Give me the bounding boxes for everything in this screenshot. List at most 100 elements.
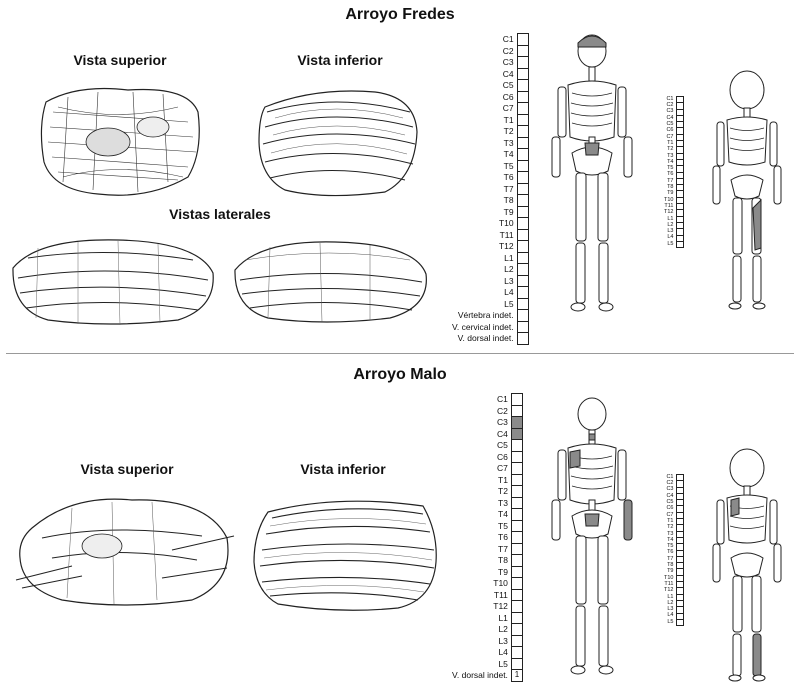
vertebra-box — [511, 486, 522, 498]
vertebra-label: L3 — [452, 275, 517, 287]
vertebra-row: L5 — [452, 658, 522, 670]
vertebra-row: C2 — [452, 405, 522, 417]
vertebra-row: L3 — [452, 635, 522, 647]
vertebra-row: T10 — [452, 218, 528, 230]
vertebra-table-fredes: C1C2C3C4C5C6C7T1T2T3T4T5T6T7T8T9T10T11T1… — [452, 33, 529, 345]
vertebra-box — [517, 149, 528, 161]
vertebra-label: C1 — [452, 34, 517, 46]
vertebra-label: T10 — [452, 578, 511, 590]
vertebra-label: T8 — [452, 195, 517, 207]
section-title-malo: Arroyo Malo — [330, 366, 470, 384]
vertebra-label: L3 — [452, 635, 511, 647]
vertebra-box — [511, 405, 522, 417]
vertebra-label: V. dorsal indet. — [452, 333, 517, 345]
vertebra-box — [511, 578, 522, 590]
vertebra-box — [511, 440, 522, 452]
vertebra-box — [517, 298, 528, 310]
bone-bundle-lateral-view-1-fredes — [8, 228, 218, 328]
vertebra-row: T6 — [452, 532, 522, 544]
vertebra-box — [511, 566, 522, 578]
vertebra-box — [511, 520, 522, 532]
section-divider — [6, 353, 794, 354]
vertebra-label: T3 — [452, 137, 517, 149]
vertebra-box — [511, 555, 522, 567]
vertebra-label: T11 — [452, 589, 511, 601]
vertebra-row: T12 — [452, 601, 522, 613]
vertebra-box — [517, 126, 528, 138]
vertebra-label: T8 — [452, 555, 511, 567]
vertebra-row: V. dorsal indet.1 — [452, 670, 522, 682]
vertebra-label: L4 — [452, 287, 517, 299]
vertebra-box — [517, 137, 528, 149]
bone-bundle-lateral-view-2-fredes — [230, 232, 430, 324]
vertebra-box — [517, 183, 528, 195]
vertebra-row: T3 — [452, 137, 528, 149]
vertebra-label: T12 — [452, 241, 517, 253]
vertebra-label: L5 — [452, 298, 517, 310]
vertebra-row: L4 — [452, 647, 522, 659]
vertebra-label: L2 — [452, 264, 517, 276]
vertebra-label: T2 — [452, 486, 511, 498]
vertebra-box — [511, 543, 522, 555]
vertebra-box — [511, 417, 522, 429]
vertebra-box — [517, 80, 528, 92]
vertebra-box — [511, 658, 522, 670]
vertebra-row: T12 — [452, 241, 528, 253]
vertebra-box — [677, 619, 684, 625]
vertebra-row: L4 — [452, 287, 528, 299]
vertebra-row: T8 — [452, 555, 522, 567]
vertebra-label: C2 — [452, 45, 517, 57]
vertebra-box — [517, 264, 528, 276]
vertebra-label: V. dorsal indet. — [452, 670, 511, 682]
label-vista-inferior-malo: Vista inferior — [278, 461, 408, 477]
vertebra-label: C4 — [452, 68, 517, 80]
vertebra-box — [517, 103, 528, 115]
vertebra-box — [511, 394, 522, 406]
vertebra-row: T1 — [452, 474, 522, 486]
vertebra-label: C7 — [452, 103, 517, 115]
vertebra-row: L5 — [452, 298, 528, 310]
vertebra-label: T1 — [452, 474, 511, 486]
vertebra-box — [511, 647, 522, 659]
vertebra-label: C3 — [452, 417, 511, 429]
adult-skeleton-fredes — [540, 33, 640, 313]
juvenile-skeleton-malo — [705, 448, 785, 683]
vertebra-box — [511, 463, 522, 475]
vertebra-row: C3 — [452, 57, 528, 69]
vertebra-box — [517, 114, 528, 126]
label-vistas-laterales-fredes: Vistas laterales — [140, 206, 300, 222]
vertebra-label: L1 — [452, 252, 517, 264]
vertebra-row: L2 — [452, 624, 522, 636]
vertebra-label: V. cervical indet. — [452, 321, 517, 333]
vertebra-row: C5 — [452, 80, 528, 92]
vertebra-box — [511, 509, 522, 521]
vertebra-box — [511, 601, 522, 613]
vertebra-box — [511, 474, 522, 486]
vertebra-row: T5 — [452, 520, 522, 532]
vertebra-box — [511, 497, 522, 509]
vertebra-label: T11 — [452, 229, 517, 241]
label-vista-superior-fredes: Vista superior — [55, 52, 185, 68]
vertebra-row: C7 — [452, 103, 528, 115]
vertebra-table-fredes-juvenile: C1C2C3C4C5C6C7T1T2T3T4T5T6T7T8T9T10T11T1… — [664, 96, 684, 248]
vertebra-box: 1 — [511, 670, 522, 682]
vertebra-box — [517, 218, 528, 230]
vertebra-row: L5 — [664, 619, 684, 625]
vertebra-box — [517, 34, 528, 46]
vertebra-box — [517, 275, 528, 287]
vertebra-row: T8 — [452, 195, 528, 207]
vertebra-label: L2 — [452, 624, 511, 636]
vertebra-label: T9 — [452, 566, 511, 578]
vertebra-row: C4 — [452, 428, 522, 440]
vertebra-label: T4 — [452, 149, 517, 161]
vertebra-row: C3 — [452, 417, 522, 429]
vertebra-row: C1 — [452, 394, 522, 406]
vertebra-label: C6 — [452, 91, 517, 103]
vertebra-box — [517, 229, 528, 241]
vertebra-row: T2 — [452, 126, 528, 138]
vertebra-row: T2 — [452, 486, 522, 498]
vertebra-row: C7 — [452, 463, 522, 475]
vertebra-box — [511, 428, 522, 440]
vertebra-label: T10 — [452, 218, 517, 230]
